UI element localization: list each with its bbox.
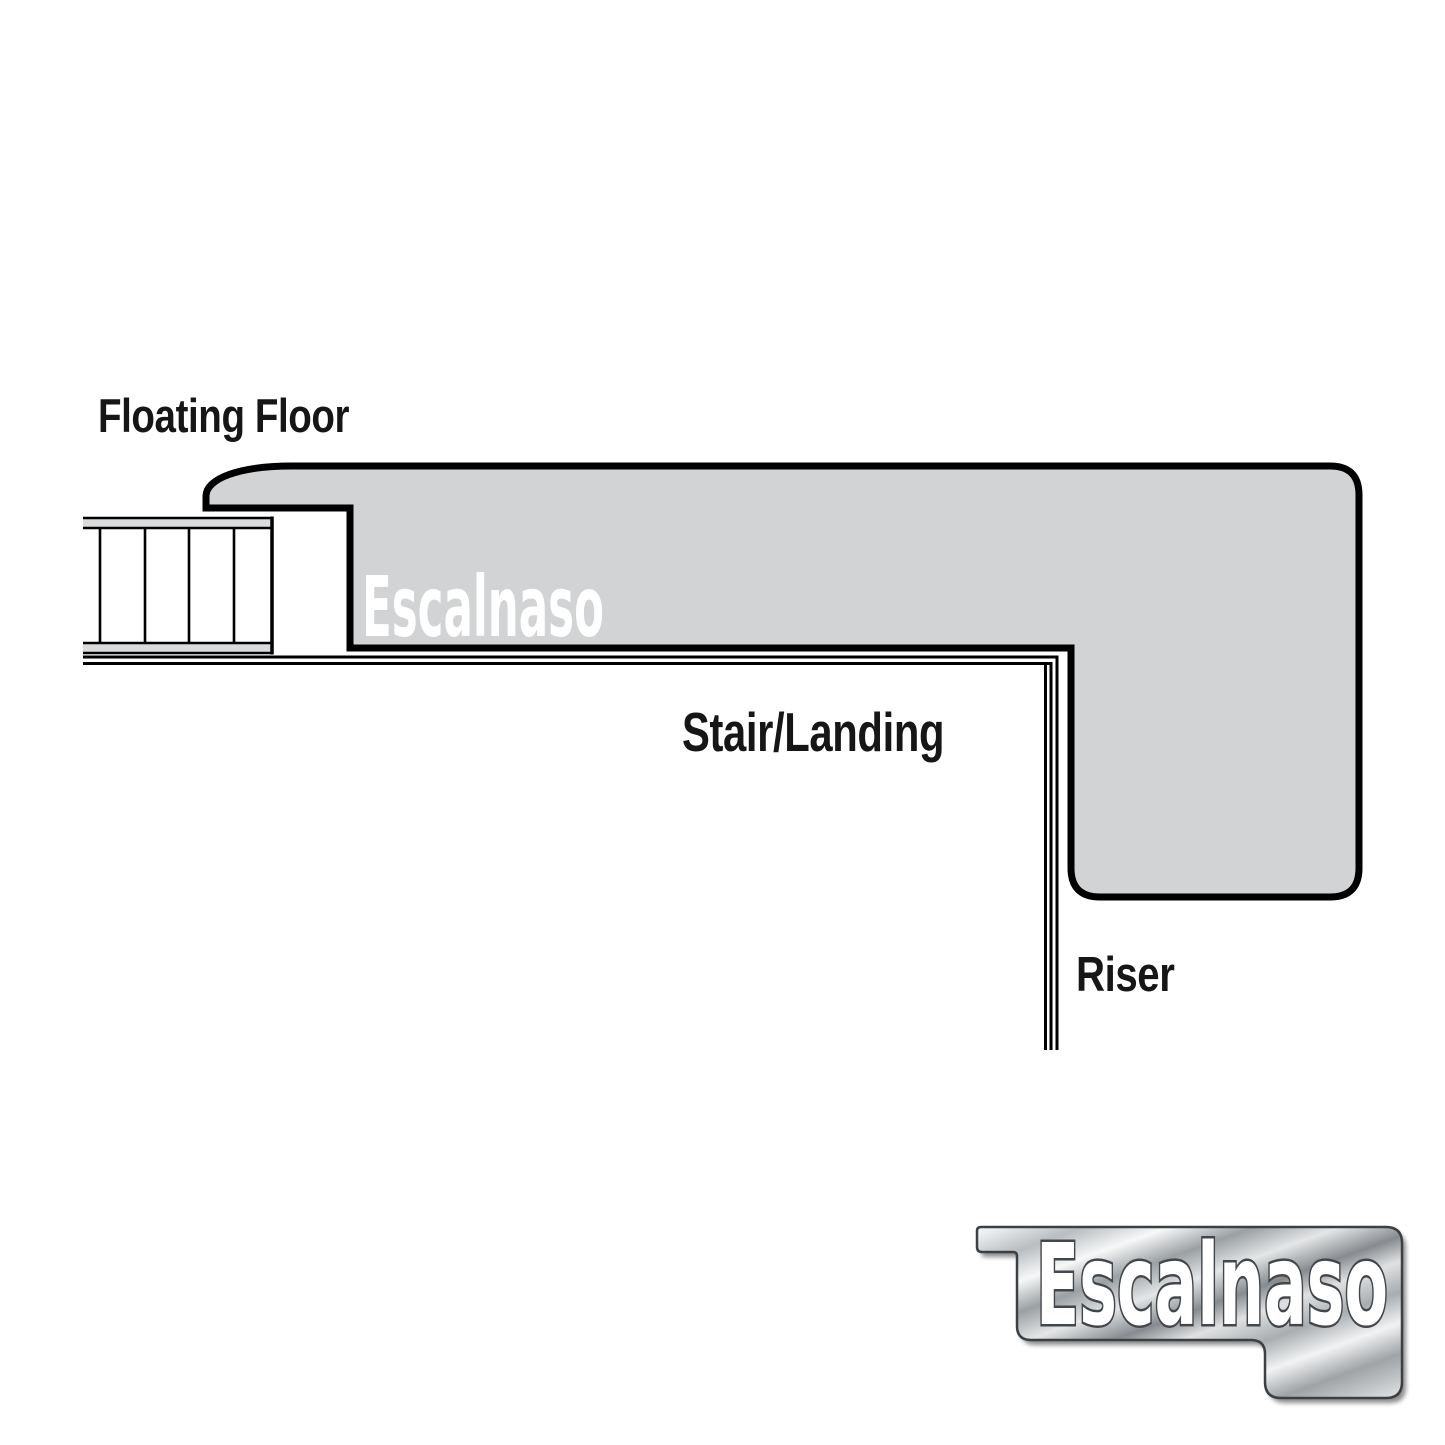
stair-landing-label: Stair/Landing [682,701,945,763]
landing-line-outer [83,655,1059,1050]
floating-floor-plank [83,516,274,655]
logo-plate [975,1225,1404,1400]
plank-joint-lines [98,528,236,643]
stair-landing-riser-lines [83,655,1059,1050]
plank-top-wear-layer [83,518,272,528]
molding-watermark: Escalnaso [362,558,604,656]
riser-label: Riser [1076,948,1175,1002]
floating-floor-label: Floating Floor [98,389,350,442]
plank-bottom-layer [83,643,272,653]
landing-line-inner [83,662,1053,1050]
brand-logo: Escalnaso [975,1219,1406,1403]
logo-wordmark: Escalnaso [1036,1221,1388,1351]
plank-layer-outlines [83,516,272,655]
molding-profile-shape [202,462,1363,901]
